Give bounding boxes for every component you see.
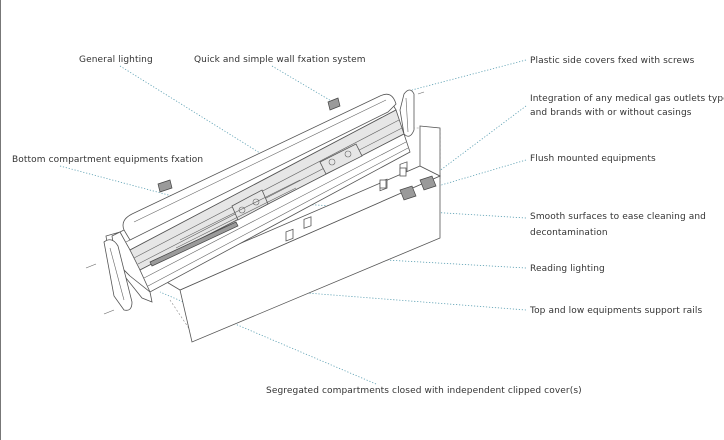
label-smooth-surfaces-line1: Smooth surfaces to ease cleaning and: [530, 212, 706, 222]
fixation-clips: [157, 97, 341, 193]
leader-wall-fixation: [271, 65, 334, 103]
bottom-fixation-clip: [157, 179, 173, 193]
label-wall-fixation: Quick and simple wall fxation system: [194, 55, 366, 65]
cover-cutouts: [285, 161, 408, 242]
label-gas-outlets-line2: and brands with or without casings: [530, 108, 692, 118]
gas-outlets: [399, 175, 437, 201]
left-border-line: [0, 0, 1, 440]
screw-2: [103, 309, 115, 315]
label-support-rails: Top and low equipments support rails: [530, 306, 703, 316]
label-bottom-fixation: Bottom compartment equipments fxation: [12, 155, 204, 165]
leader-general-lighting: [119, 65, 269, 159]
label-side-covers: Plastic side covers fxed with screws: [530, 56, 695, 66]
rail-lower-face: [139, 133, 411, 293]
cable-bundle: [149, 221, 239, 267]
screws: [85, 91, 425, 315]
front-cover-right: [419, 125, 441, 177]
screw-3: [417, 91, 425, 95]
label-smooth-surfaces-line2: decontamination: [530, 228, 608, 238]
cutout-2: [303, 216, 312, 229]
wall-fixation-clip: [327, 97, 341, 111]
equipment-module-2: [319, 143, 363, 175]
side-covers: [103, 89, 415, 311]
rail-equipment: [149, 143, 363, 267]
general-lighting-cover: [122, 93, 397, 241]
label-reading-lighting: Reading lighting: [530, 264, 605, 274]
cutout-1: [285, 228, 294, 242]
leader-flush-mounted: [437, 159, 527, 187]
label-general-lighting: General lighting: [79, 55, 153, 65]
label-gas-outlets-line1: Integration of any medical gas outlets t…: [530, 94, 724, 104]
leader-side-covers: [411, 59, 527, 91]
gas-outlet-1: [399, 185, 417, 201]
leader-gas-outlets: [429, 105, 527, 179]
cutout-6: [399, 167, 407, 177]
gas-outlet-2: [419, 175, 437, 191]
label-flush-mounted: Flush mounted equipments: [530, 154, 656, 164]
side-cover-left: [103, 239, 133, 311]
front-cover: [159, 125, 441, 343]
cutout-5: [379, 179, 387, 189]
leader-support-rails: [177, 282, 527, 311]
main-rail-body: [105, 93, 411, 303]
label-segregated: Segregated compartments closed with inde…: [266, 386, 582, 396]
screw-1: [85, 263, 97, 269]
